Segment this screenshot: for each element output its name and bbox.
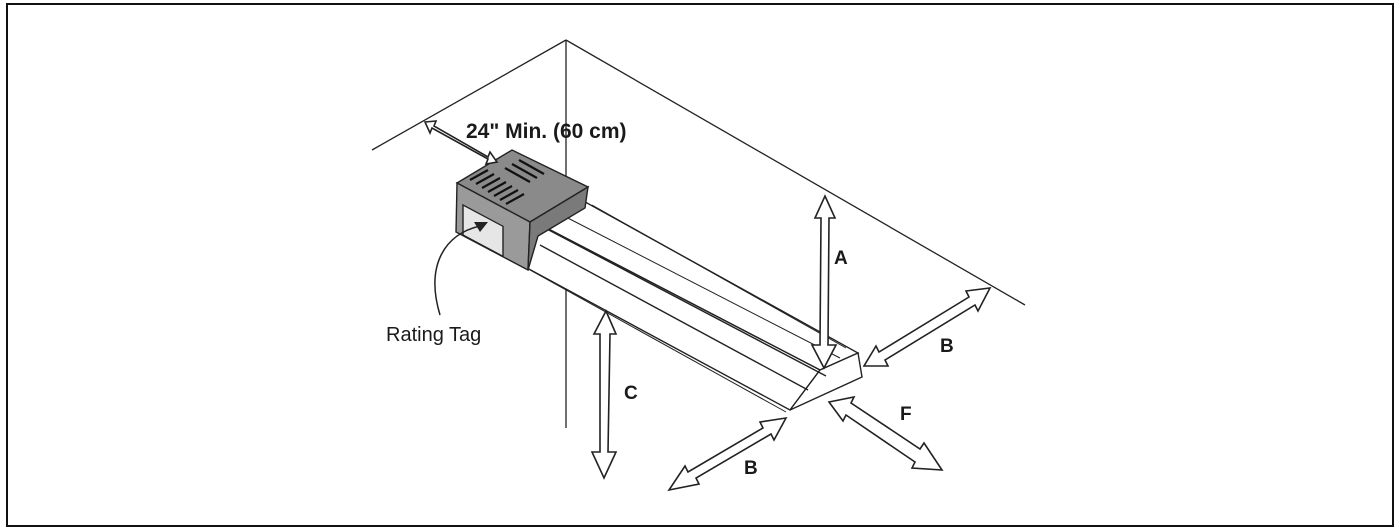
label-b-bottom: B <box>744 458 758 479</box>
vent-slots <box>469 159 545 205</box>
arrow-side-clearance <box>423 120 499 166</box>
reflector-end-cap <box>789 351 863 411</box>
rating-tag-leader <box>434 225 481 316</box>
ceiling-line-right <box>565 39 1026 306</box>
label-c: C <box>624 383 638 404</box>
label-b-right: B <box>940 336 954 357</box>
rating-tag-plate <box>462 203 504 258</box>
label-f: F <box>900 404 912 425</box>
label-rating-tag: Rating Tag <box>386 324 481 346</box>
arrow-a <box>810 194 838 370</box>
clearance-arrows <box>423 120 992 492</box>
heater-reflector <box>526 197 863 413</box>
control-box-side <box>527 185 589 271</box>
rating-tag-leader-head <box>474 222 488 232</box>
arrow-f <box>827 395 944 471</box>
label-a: A <box>834 248 848 269</box>
diagram-frame <box>6 3 1394 527</box>
arrow-b-right <box>862 287 992 367</box>
label-side-clearance: 24" Min. (60 cm) <box>466 120 627 143</box>
arrow-b-bottom <box>667 416 788 492</box>
arrow-c <box>590 309 618 480</box>
ceiling-line-left <box>371 39 567 151</box>
